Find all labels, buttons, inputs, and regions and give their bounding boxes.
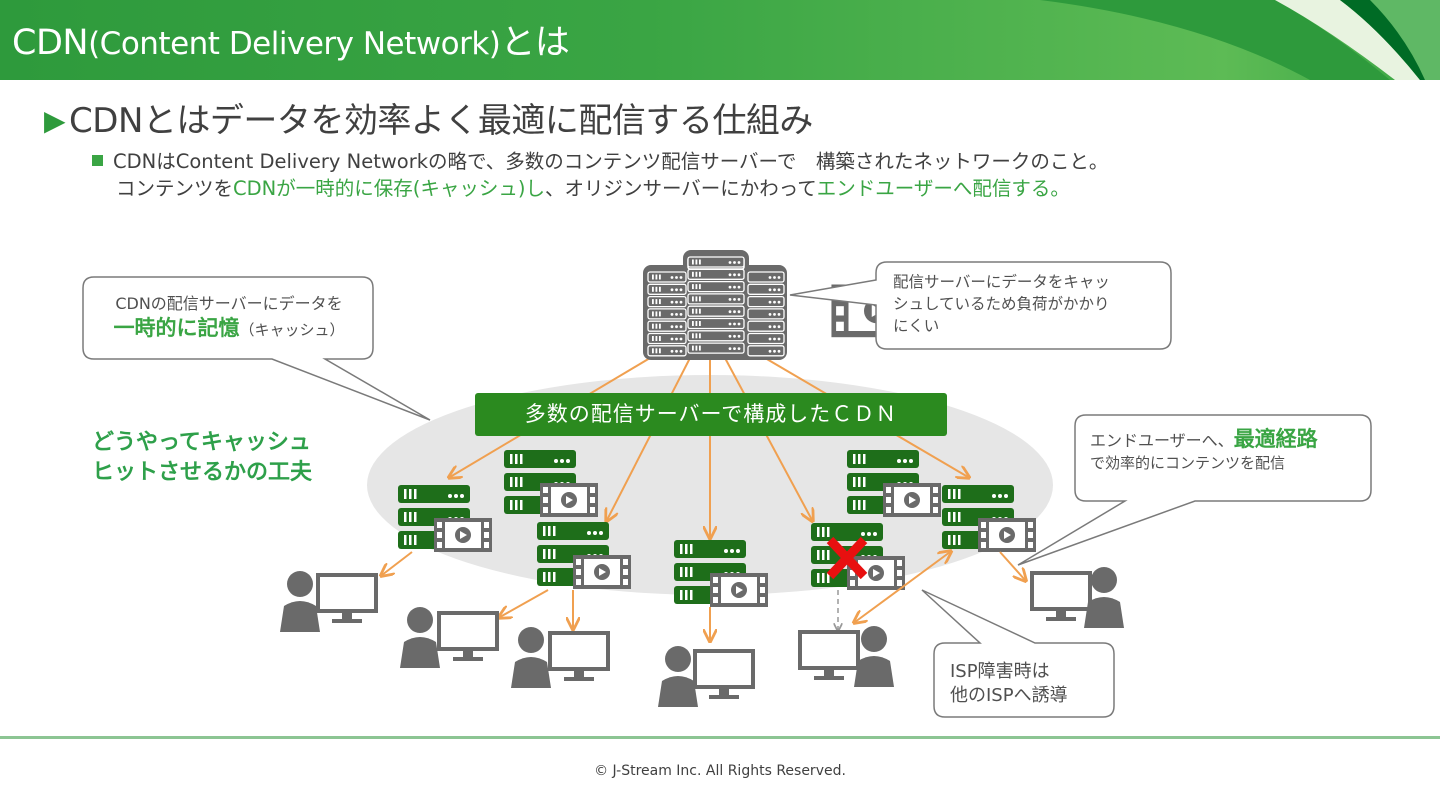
cache-hit-tip: どうやってキャッシュ ヒットさせるかの工夫: [92, 428, 312, 488]
bullet-highlight-delivery: エンドユーザーへ配信する。: [816, 177, 1070, 200]
callout-isp-bubble: [921, 589, 1115, 718]
end-user-2: [400, 607, 499, 668]
server-rack-row: [687, 330, 745, 342]
section-heading-text: CDNとはデータを効率よく最適に配信する仕組み: [69, 101, 813, 141]
server-rack-row: [687, 256, 745, 268]
server-rack-row: [747, 345, 785, 357]
server-rack-row: [747, 332, 785, 345]
callout-load-bubble: [789, 261, 1172, 350]
title-suffix: とは: [500, 23, 570, 63]
server-rack-row: [647, 308, 687, 320]
server-rack-row: [687, 293, 745, 305]
server-rack-row: [747, 308, 785, 320]
copyright-footer: © J-Stream Inc. All Rights Reserved.: [594, 763, 846, 779]
callout-bubbles: [82, 261, 1372, 718]
callout-cache-highlight: 一時的に記憶: [113, 316, 240, 340]
server-rack-row: [647, 332, 687, 345]
bullet-highlight-cache: CDNが一時的に保存(キャッシュ)し: [233, 177, 545, 200]
description-bullet: CDNはContent Delivery Networkの略で、多数のコンテンツ…: [92, 148, 1108, 202]
bullet-line-2-part-c: 、オリジンサーバーにかわって: [544, 177, 817, 200]
callout-isp-line-2: 他のISPへ誘導: [950, 685, 1068, 706]
server-rack-row: [687, 305, 745, 317]
callout-route-highlight: 最適経路: [1233, 427, 1318, 451]
triangle-marker-icon: ▶: [44, 104, 66, 137]
server-rack-row: [747, 283, 785, 295]
server-rack-row: [647, 283, 687, 295]
callout-cache-line-2-small: （キャッシュ）: [239, 321, 345, 339]
callout-load-text: 配信サーバーにデータをキャッ シュしているため負荷がかかり にくい: [893, 271, 1110, 337]
end-user-4: [658, 646, 755, 707]
end-user-6: [1030, 567, 1124, 628]
title-main: CDN: [12, 23, 89, 63]
server-rack-row: [647, 295, 687, 308]
end-user-5: [798, 626, 894, 687]
server-rack-row: [687, 317, 745, 330]
callout-route-bubble: [1017, 414, 1372, 566]
server-rack-row: [647, 271, 687, 283]
callout-isp-line-1: ISP障害時は: [950, 661, 1050, 682]
callout-load-line-2: シュしているため負荷がかかり: [893, 295, 1110, 313]
tip-line-1: どうやってキャッシュ: [92, 430, 311, 455]
server-rack-row: [747, 271, 785, 283]
title-paren: (Content Delivery Network): [88, 26, 501, 62]
cdn-diagram: [82, 250, 1372, 718]
server-rack-row: [687, 280, 745, 293]
server-rack-row: [647, 320, 687, 332]
header-swoosh-decoration: [1040, 0, 1440, 80]
bullet-line-1-text: CDNはContent Delivery Networkの略で、多数のコンテンツ…: [113, 150, 1109, 173]
origin-server-rows: [647, 256, 785, 357]
server-rack-row: [647, 345, 687, 357]
callout-route-text: エンドユーザーへ、最適経路 で効率的にコンテンツを配信: [1090, 428, 1318, 474]
footer-divider: [0, 736, 1440, 739]
cdn-label-banner: 多数の配信サーバーで構成したＣＤＮ: [475, 393, 947, 436]
callout-isp-text: ISP障害時は 他のISPへ誘導: [950, 660, 1068, 708]
callout-load-line-3: にくい: [893, 317, 940, 335]
bullet-line-1: CDNはContent Delivery Networkの略で、多数のコンテンツ…: [92, 148, 1108, 175]
server-rack-row: [747, 295, 785, 308]
server-rack-row: [687, 342, 745, 354]
server-rack-row: [687, 268, 745, 280]
end-user-3: [511, 627, 610, 688]
section-heading: ▶CDNとはデータを効率よく最適に配信する仕組み: [44, 93, 813, 142]
callout-cache-bubble: [82, 276, 431, 421]
square-bullet-icon: [92, 155, 103, 166]
header-banner: CDN(Content Delivery Network)とは: [0, 0, 1440, 80]
callout-route-line-2: で効率的にコンテンツを配信: [1090, 454, 1286, 472]
callout-load-line-1: 配信サーバーにデータをキャッ: [893, 273, 1110, 291]
bullet-line-2: コンテンツをCDNが一時的に保存(キャッシュ)し、オリジンサーバーにかわってエン…: [92, 175, 1108, 202]
page-title: CDN(Content Delivery Network)とは: [12, 14, 570, 65]
end-user-1: [280, 571, 378, 632]
callout-route-line-1: エンドユーザーへ、: [1090, 431, 1234, 450]
server-rack-row: [747, 320, 785, 332]
callout-cache-text: CDNの配信サーバーにデータを 一時的に記憶（キャッシュ）: [99, 293, 359, 341]
callout-cache-line-1: CDNの配信サーバーにデータを: [115, 294, 343, 313]
tip-line-2: ヒットさせるかの工夫: [92, 460, 313, 485]
bullet-line-2-part-a: コンテンツを: [116, 177, 234, 200]
delivery-arrows: [382, 552, 1025, 640]
